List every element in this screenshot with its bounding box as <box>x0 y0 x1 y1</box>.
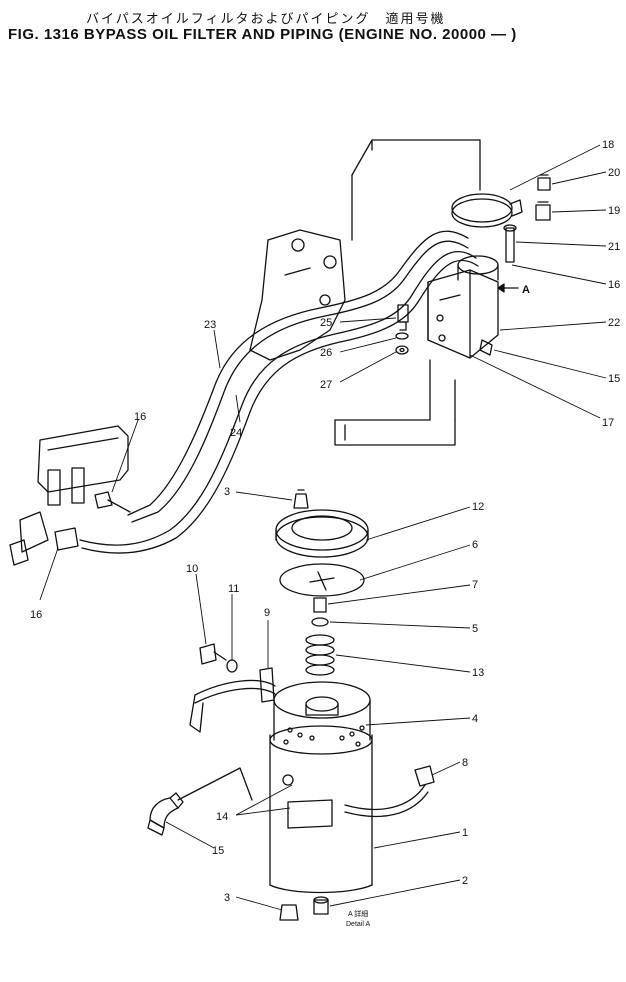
callout-16-lower: 16 <box>30 609 42 621</box>
callout-21: 21 <box>608 241 620 253</box>
detail-arrowhead <box>497 283 505 293</box>
callout-4: 4 <box>472 713 478 725</box>
callout-13: 13 <box>472 667 484 679</box>
figure-title: FIG. 1316 BYPASS OIL FILTER AND PIPING (… <box>8 26 517 43</box>
callout-23: 23 <box>204 319 216 331</box>
plug-3-lower <box>279 904 299 921</box>
fitting-20 <box>537 174 551 191</box>
callout-16-right: 16 <box>608 279 620 291</box>
fitting-16-upper <box>94 491 131 513</box>
callout-20: 20 <box>608 167 620 179</box>
callout-8: 8 <box>462 757 468 769</box>
detail-label-jp: A 詳細 <box>348 909 368 918</box>
elbow-15-lower <box>147 792 184 836</box>
callout-1: 1 <box>462 827 468 839</box>
callout-26: 26 <box>320 347 332 359</box>
japanese-title: バイパスオイルフィルタおよびパイピング 適用号機 <box>86 12 446 27</box>
band-9 <box>189 667 276 733</box>
fitting-16-lower <box>9 511 79 566</box>
callout-3-upper: 3 <box>224 486 230 498</box>
washer-27 <box>395 345 409 355</box>
callout-18: 18 <box>602 139 614 151</box>
callout-25: 25 <box>320 317 332 329</box>
callout-15-lower: 15 <box>212 845 224 857</box>
callout-3-lower: 3 <box>224 892 230 904</box>
callout-27: 27 <box>320 379 332 391</box>
spring-seat <box>309 571 335 591</box>
leader-lines <box>39 144 607 911</box>
band-8 <box>344 765 435 818</box>
fitting-19 <box>535 201 551 221</box>
detail-label-en: Detail A <box>346 921 370 928</box>
washer-11 <box>226 659 238 673</box>
callout-2: 2 <box>462 875 468 887</box>
detail-arrow-label: A <box>522 284 530 296</box>
bolt-25 <box>397 304 409 331</box>
oil-pipe-24 <box>79 251 479 554</box>
bolt-10 <box>199 643 227 665</box>
filter-element-4 <box>273 681 371 747</box>
filter-cover-12 <box>275 509 369 558</box>
callout-24: 24 <box>230 427 242 439</box>
engine-block <box>334 139 481 446</box>
spring-13 <box>305 634 335 676</box>
callout-7: 7 <box>472 579 478 591</box>
oil-pipe-23 <box>127 230 469 523</box>
callout-17: 17 <box>602 417 614 429</box>
callout-6: 6 <box>472 539 478 551</box>
bolt-21 <box>503 224 517 263</box>
callout-9: 9 <box>264 607 270 619</box>
callout-12: 12 <box>472 501 484 513</box>
callout-16-upper: 16 <box>134 411 146 423</box>
plug-2 <box>313 896 329 915</box>
hose-clamp-18 <box>451 193 523 228</box>
detail-leader-lines <box>177 767 253 801</box>
callout-19: 19 <box>608 205 620 217</box>
callout-11: 11 <box>228 583 239 595</box>
mounting-bracket-frame <box>249 229 346 361</box>
valve-7 <box>313 597 327 613</box>
o-ring-5 <box>311 617 329 627</box>
elbow-15-upper <box>479 339 493 356</box>
callout-10: 10 <box>186 563 198 575</box>
filter-head-bracket <box>427 255 499 359</box>
callout-15-upper: 15 <box>608 373 620 385</box>
filter-case-1 <box>269 725 373 894</box>
callout-5: 5 <box>472 623 478 635</box>
plug-3-upper <box>293 489 309 509</box>
washer-26 <box>395 332 409 340</box>
gasket-6 <box>279 563 365 597</box>
callout-22: 22 <box>608 317 620 329</box>
callout-14: 14 <box>216 811 228 823</box>
engine-housing-left <box>37 425 129 506</box>
